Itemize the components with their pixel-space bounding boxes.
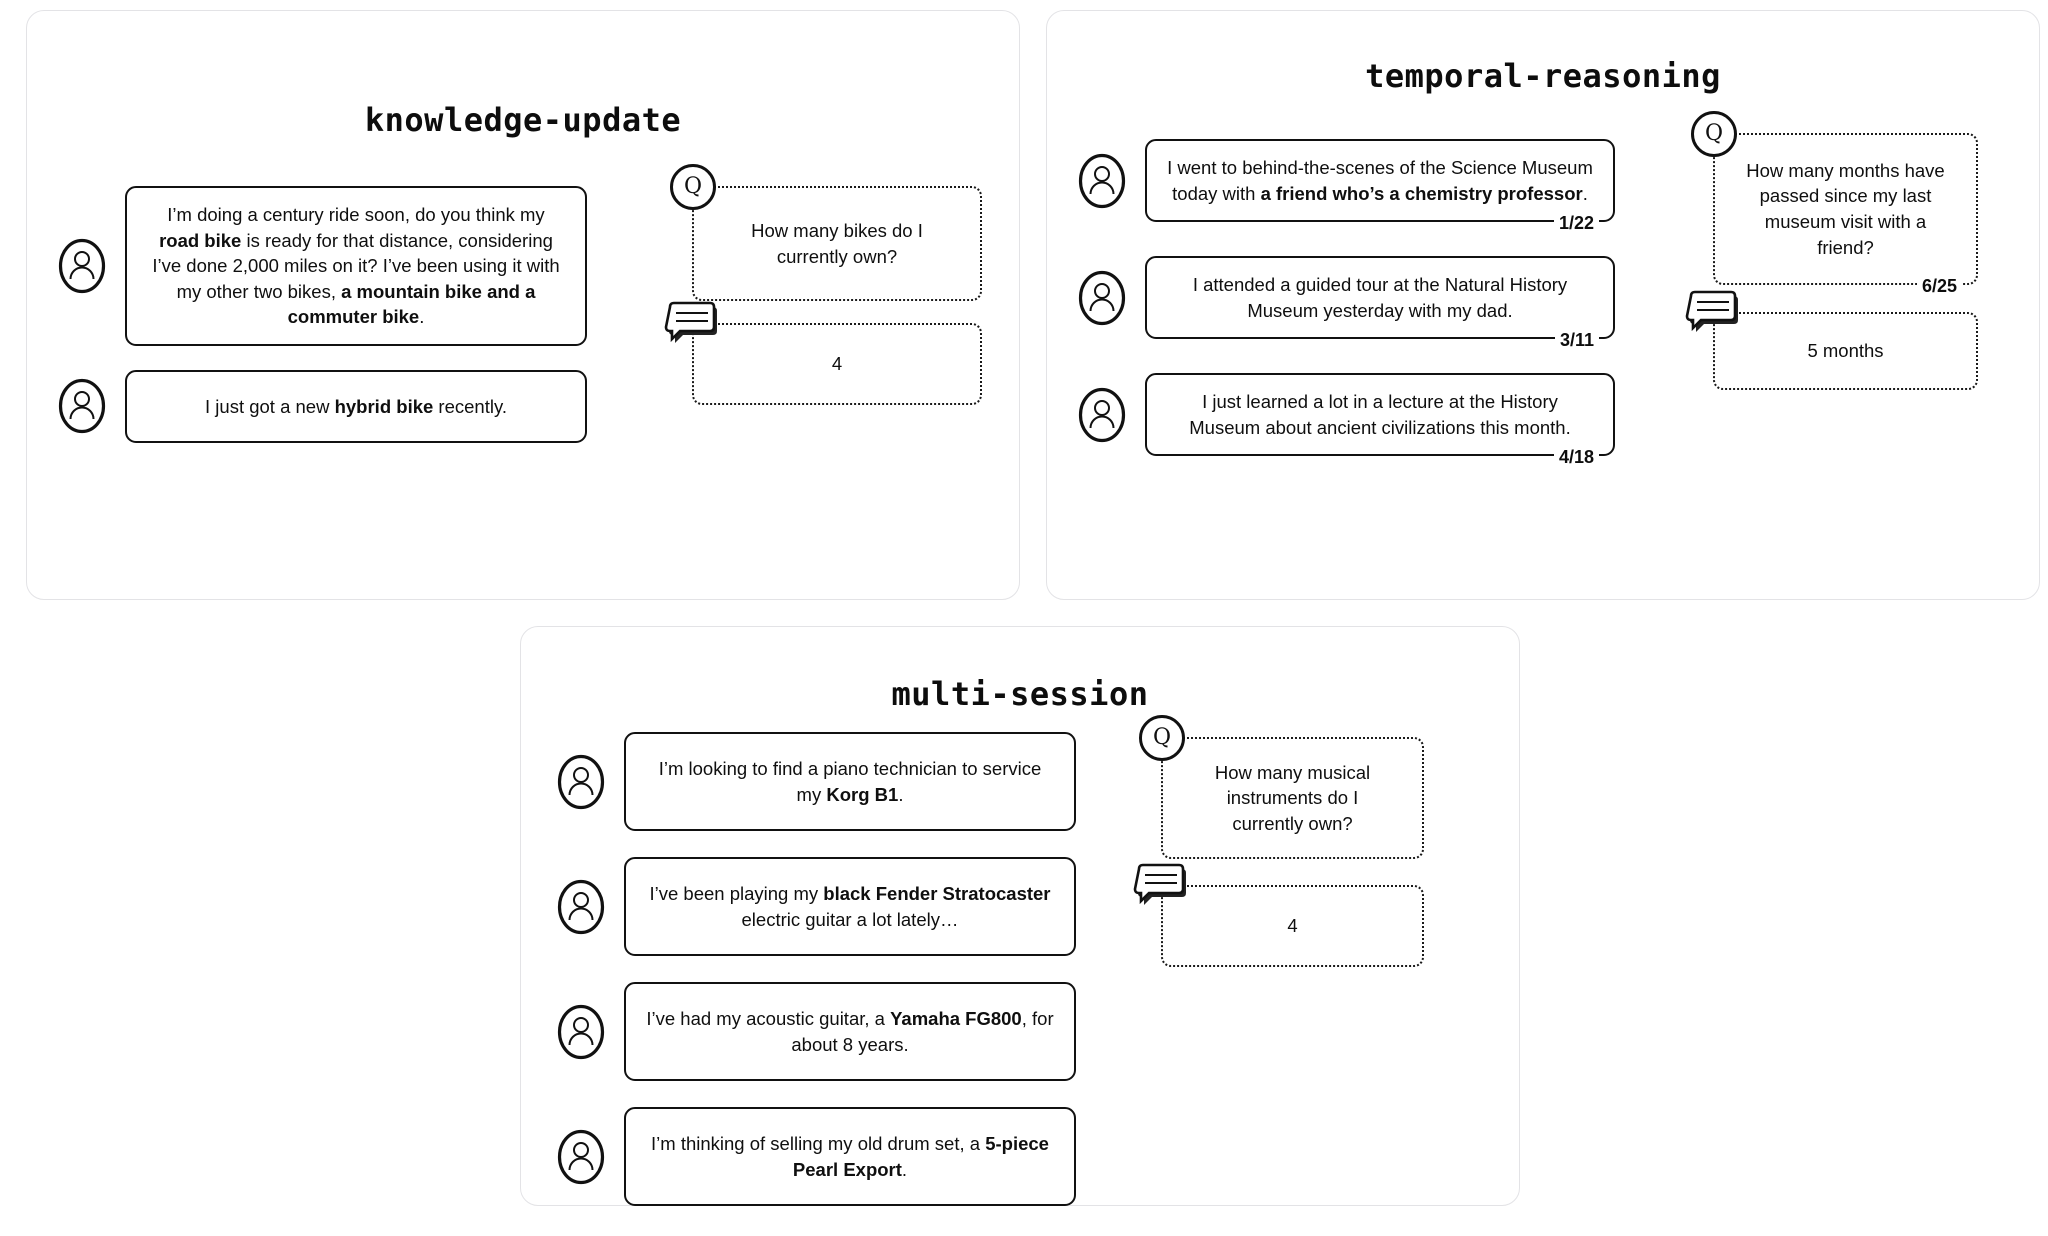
answer-speech-bubble-icon	[1685, 288, 1741, 334]
answer-text: 4	[1287, 915, 1298, 937]
message-date: 3/11	[1554, 331, 1599, 350]
user-avatar-icon	[57, 377, 107, 435]
question-badge-icon: Q	[670, 164, 716, 210]
answer-block: 5 months	[1685, 290, 1978, 390]
message-text: I went to behind-the-scenes of the Scien…	[1167, 157, 1593, 204]
user-avatar-icon	[556, 753, 606, 811]
qa-column-temporal-reasoning: Q How many months have passed since my l…	[1685, 111, 1978, 390]
message-text: I attended a guided tour at the Natural …	[1192, 274, 1568, 321]
message-bubble: I attended a guided tour at the Natural …	[1145, 256, 1615, 350]
message-bubble: I’m looking to find a piano technician t…	[624, 732, 1076, 832]
user-avatar-icon	[556, 1128, 606, 1186]
message-row: I just got a new hybrid bike recently.	[57, 369, 617, 444]
message-row: I attended a guided tour at the Natural …	[1077, 256, 1687, 350]
panel-title-multi-session: multi-session	[891, 675, 1149, 713]
message-bubble: I’ve had my acoustic guitar, a Yamaha FG…	[624, 982, 1076, 1082]
conversation-column-multi-session: I’m looking to find a piano technician t…	[556, 732, 1076, 1220]
user-avatar-icon	[1077, 269, 1127, 327]
message-row: I’ve been playing my black Fender Strato…	[556, 857, 1076, 957]
message-row: I’ve had my acoustic guitar, a Yamaha FG…	[556, 982, 1076, 1082]
message-text: I’ve been playing my black Fender Strato…	[649, 883, 1051, 930]
message-row: I’m looking to find a piano technician t…	[556, 732, 1076, 832]
answer-text: 5 months	[1807, 340, 1884, 362]
question-badge-icon: Q	[1691, 111, 1737, 157]
answer-speech-bubble-icon	[1133, 861, 1189, 907]
message-row: I just learned a lot in a lecture at the…	[1077, 373, 1687, 467]
message-date: 1/22	[1553, 214, 1599, 233]
message-text: I’m looking to find a piano technician t…	[658, 758, 1042, 805]
user-avatar-icon	[556, 1003, 606, 1061]
message-row: I’m doing a century ride soon, do you th…	[57, 186, 617, 346]
panel-temporal-reasoning: temporal-reasoning I went to behind-the-…	[1046, 10, 2040, 600]
message-text: I’ve had my acoustic guitar, a Yamaha FG…	[646, 1008, 1054, 1055]
conversation-column-temporal-reasoning: I went to behind-the-scenes of the Scien…	[1077, 139, 1687, 470]
answer-text: 4	[831, 353, 843, 375]
question-text: How many months have passed since my las…	[1746, 159, 1945, 258]
panel-knowledge-update: knowledge-update I’m doing a century rid…	[26, 10, 1020, 600]
user-avatar-icon	[57, 237, 107, 295]
conversation-column-knowledge-update: I’m doing a century ride soon, do you th…	[57, 186, 617, 457]
panel-title-knowledge-update: knowledge-update	[364, 101, 682, 139]
message-text: I’m doing a century ride soon, do you th…	[152, 204, 560, 328]
qa-column-multi-session: Q How many musical instruments do I curr…	[1133, 715, 1424, 967]
message-row: I’m thinking of selling my old drum set,…	[556, 1107, 1076, 1207]
message-text: I just got a new hybrid bike recently.	[205, 395, 507, 417]
answer-block: 4	[1133, 863, 1424, 967]
panel-multi-session: multi-session I’m looking to find a pian…	[520, 626, 1520, 1207]
message-bubble: I’m doing a century ride soon, do you th…	[125, 186, 587, 346]
question-badge-icon: Q	[1139, 715, 1185, 761]
message-bubble: I just got a new hybrid bike recently.	[125, 369, 587, 444]
panel-title-temporal-reasoning: temporal-reasoning	[1365, 57, 1721, 95]
message-text: I just learned a lot in a lecture at the…	[1189, 391, 1571, 438]
question-block: Q How many bikes do I currently own?	[670, 164, 982, 301]
user-avatar-icon	[556, 878, 606, 936]
question-text: How many musical instruments do I curren…	[1214, 761, 1371, 834]
message-date: 4/18	[1553, 448, 1599, 467]
question-block: Q How many musical instruments do I curr…	[1139, 715, 1424, 859]
message-bubble: I just learned a lot in a lecture at the…	[1145, 373, 1615, 467]
answer-speech-bubble-icon	[664, 299, 720, 345]
message-bubble: I’m thinking of selling my old drum set,…	[624, 1107, 1076, 1207]
message-text: I’m thinking of selling my old drum set,…	[651, 1133, 1049, 1180]
message-bubble: I went to behind-the-scenes of the Scien…	[1145, 139, 1615, 233]
answer-block: 4	[664, 301, 982, 405]
question-block: Q How many months have passed since my l…	[1691, 111, 1978, 295]
qa-column-knowledge-update: Q How many bikes do I currently own? 4	[664, 164, 982, 405]
user-avatar-icon	[1077, 152, 1127, 210]
message-bubble: I’ve been playing my black Fender Strato…	[624, 857, 1076, 957]
question-date: 6/25	[1916, 277, 1962, 295]
question-text: How many bikes do I currently own?	[751, 219, 923, 267]
user-avatar-icon	[1077, 386, 1127, 444]
message-row: I went to behind-the-scenes of the Scien…	[1077, 139, 1687, 233]
